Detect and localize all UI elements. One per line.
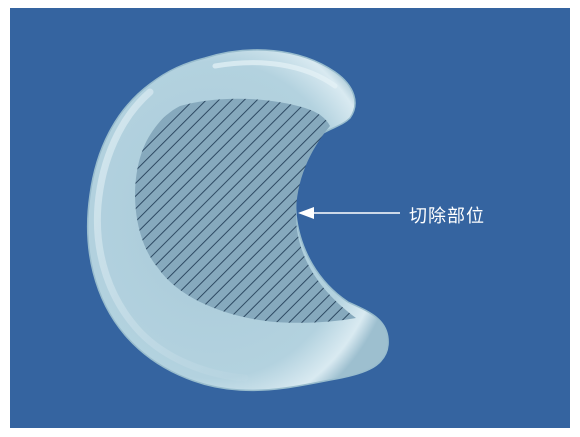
callout-arrow-head [298,207,314,219]
callout-label: 切除部位 [409,202,485,228]
